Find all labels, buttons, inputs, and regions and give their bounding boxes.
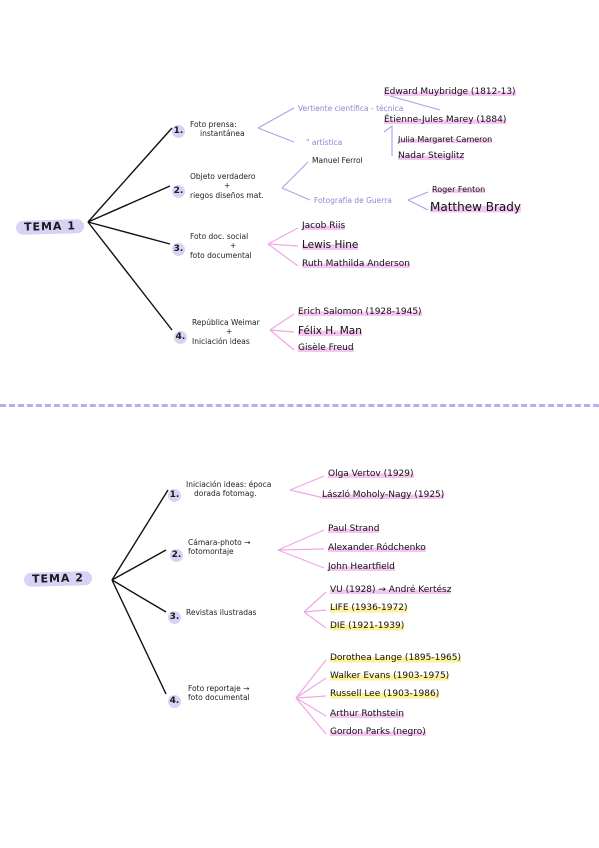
- branch-number: 4.: [168, 695, 181, 708]
- tema2-leaf: Dorothea Lange (1895-1965): [330, 653, 462, 664]
- branch-number: 3.: [168, 611, 181, 624]
- tema2-leaf: László Moholy-Nagy (1925): [322, 490, 445, 501]
- tema2-leaf: DIE (1921-1939): [330, 621, 405, 632]
- tema1-leaf: Matthew Brady: [430, 200, 521, 214]
- tema1-branch3-topic: Foto doc. social + foto documental: [190, 232, 252, 260]
- branch-number: 4.: [174, 331, 187, 344]
- tema2-leaf: John Heartfield: [328, 562, 395, 573]
- tema1-branch1-topic: Foto prensa: instantánea: [190, 120, 245, 139]
- branch-number: 1.: [172, 125, 185, 138]
- tema1-branch4: 4.: [174, 326, 187, 344]
- tema1-leaf: Erich Salomon (1928-1945): [298, 307, 422, 318]
- tema1-leaf: Edward Muybridge (1812-13): [384, 87, 516, 98]
- tema-2-label: TEMA 2: [23, 571, 93, 587]
- branch-number: 1.: [168, 489, 181, 502]
- tema2-leaf: Russell Lee (1903-1986): [330, 689, 440, 700]
- tema1-branch2-sub2: Fotografía de Guerra: [314, 196, 392, 205]
- tema2-branch1-topic: Iniciación ideas: época dorada fotomag.: [186, 480, 272, 499]
- tema1-branch1-sub2: " artística: [306, 138, 343, 147]
- tema1-leaf: Jacob Riis: [302, 221, 346, 232]
- tema2-branch4: 4.: [168, 690, 181, 708]
- tema2-leaf: Walker Evans (1903-1975): [330, 671, 450, 682]
- tema2-leaf: Gordon Parks (negro): [330, 727, 426, 738]
- tema2-branch2-topic: Cámara-photo → fotomontaje: [188, 538, 251, 557]
- tema2-branch2: 2.: [170, 544, 183, 562]
- tema1-branch2-sub1: Manuel Ferrol: [312, 156, 363, 165]
- tema2-leaf: Olga Vertov (1929): [328, 469, 414, 480]
- tema1-leaf: Félix H. Man: [298, 325, 362, 338]
- tema1-leaf: Nadar Steiglitz: [398, 151, 465, 162]
- tema2-leaf: Alexander Ródchenko: [328, 543, 426, 554]
- tema1-leaf: Ruth Mathilda Anderson: [302, 259, 410, 270]
- section-divider: [0, 404, 599, 407]
- tema2-leaf: Paul Strand: [328, 524, 380, 535]
- tema1-branch2-topic: Objeto verdadero + riegos diseños mat.: [190, 172, 264, 200]
- tema2-branch1: 1.: [168, 484, 181, 502]
- tema1-leaf: Étienne-Jules Marey (1884): [384, 115, 507, 126]
- branch-number: 3.: [172, 243, 185, 256]
- tema1-branch3: 3.: [172, 238, 185, 256]
- tema2-leaf: LIFE (1936-1972): [330, 603, 408, 614]
- tema1-leaf: Julia Margaret Cameron: [398, 135, 493, 145]
- tema1-branch1-sub1: Vertiente científica - técnica: [298, 104, 404, 113]
- tema2-branch4-topic: Foto reportaje → foto documental: [188, 684, 250, 703]
- tema1-leaf: Lewis Hine: [302, 239, 359, 252]
- tema1-leaf: Roger Fenton: [432, 185, 486, 195]
- tema1-leaf: Gisèle Freud: [298, 343, 354, 354]
- tema2-leaf: Arthur Rothstein: [330, 709, 404, 720]
- tema2-branch3-topic: Revistas ilustradas: [186, 608, 257, 617]
- tema2-branch3: 3.: [168, 606, 181, 624]
- tema1-branch2: 2.: [172, 180, 185, 198]
- branch-number: 2.: [170, 549, 183, 562]
- branch-number: 2.: [172, 185, 185, 198]
- tema2-leaf: VU (1928) → André Kertész: [330, 585, 452, 596]
- tema1-branch4-topic: República Weimar + Iniciación ideas: [192, 318, 260, 346]
- tema1-branch1: 1.: [172, 120, 185, 138]
- tema-1-label: TEMA 1: [15, 219, 85, 235]
